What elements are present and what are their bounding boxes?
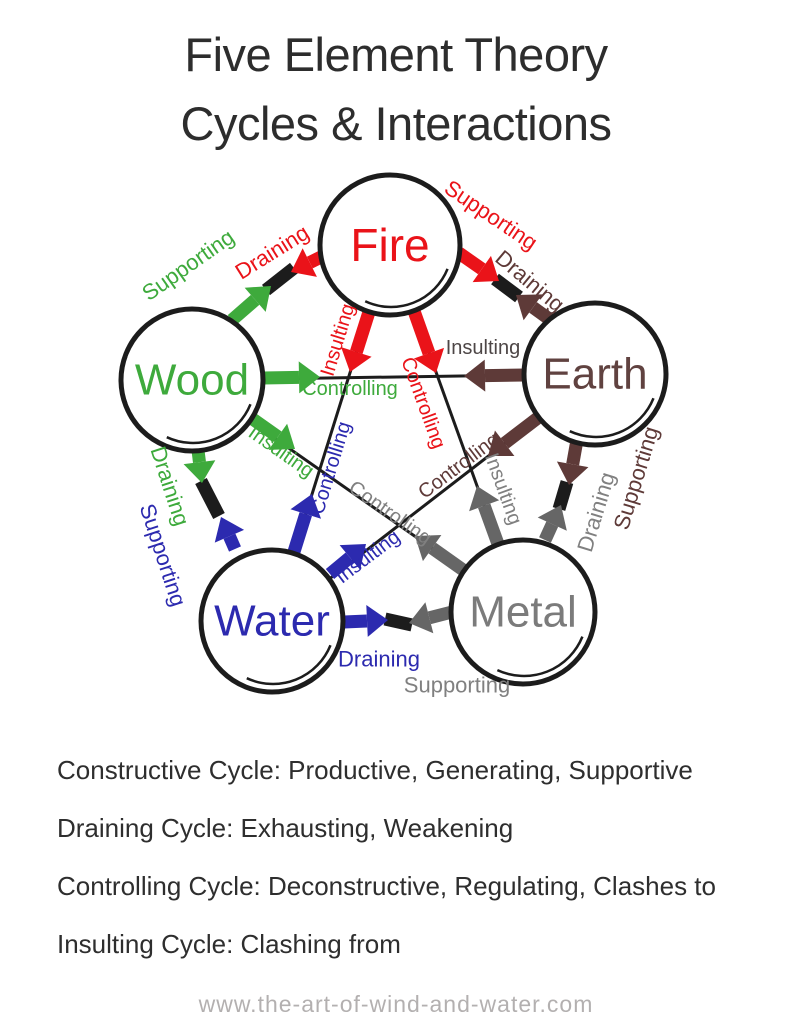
label-insulting-wood-metal: Insulting — [244, 422, 318, 483]
arrow-metal-drains-earth-body — [539, 521, 559, 543]
legend-insulting-cycle: Insulting Cycle: Clashing from — [57, 929, 401, 959]
node-earth-sketch-arc — [569, 397, 655, 439]
arrow-fire-controls-metal-body — [407, 308, 436, 356]
legend-constructive-cycle: Constructive Cycle: Productive, Generati… — [57, 755, 693, 785]
arrow-fire-supports-earth-head — [472, 255, 499, 283]
node-wood-label: Wood — [135, 356, 249, 405]
node-wood-circle — [118, 306, 266, 454]
node-water-circle — [198, 547, 346, 695]
arrow-metal-insults-fire-body — [478, 503, 505, 547]
title-line-2: Cycles & Interactions — [180, 97, 612, 150]
legend-draining-cycle: Draining Cycle: Exhausting, Weakening — [57, 813, 514, 843]
page-title: Five Element Theory Cycles & Interaction… — [0, 20, 792, 158]
arrow-metal-controls-wood-head — [415, 535, 442, 562]
arrow-wood-drains-water-head — [183, 460, 216, 483]
legend: Constructive Cycle: Productive, Generati… — [57, 741, 757, 973]
arrow-earth-drains-fire-head — [516, 294, 543, 321]
arrow-fire-controls-metal-head — [413, 347, 445, 373]
arrow-metal-controls-wood-body — [428, 542, 470, 578]
arrow-earth-supports-metal-head — [556, 461, 589, 485]
node-earth-label: Earth — [542, 350, 647, 399]
arrow-wood-supports-fire-body — [227, 294, 260, 325]
joint-earth-metal — [552, 480, 574, 511]
label-supporting-wood-fire: Supporting — [137, 224, 239, 306]
arrow-water-supports-wood-head — [214, 517, 245, 543]
joint-water-wood — [195, 478, 225, 519]
node-metal-label: Metal — [469, 588, 577, 637]
arrow-earth-controls-water-head — [488, 430, 515, 456]
arrow-water-drains-metal-head — [366, 604, 388, 637]
arrow-metal-insults-fire-head — [469, 486, 500, 512]
node-metal-sketch-arc — [496, 636, 584, 678]
arrow-fire-insults-water-body — [350, 310, 376, 354]
arrow-earth-controls-water-body — [500, 411, 543, 449]
arrow-water-insults-earth-head — [339, 544, 366, 570]
footer-url: www.the-art-of-wind-and-water.com — [198, 991, 594, 1017]
joint-metal-water — [383, 612, 414, 632]
node-wood-sketch-arc — [166, 403, 252, 445]
arrow-metal-supports-water-body — [427, 605, 454, 625]
label-supporting-metal-water: Supporting — [404, 673, 510, 698]
node-metal-circle — [448, 537, 598, 687]
arrow-water-supports-wood-body — [223, 533, 241, 552]
node-water-label: Water — [214, 597, 330, 646]
arrow-fire-insults-water-head — [341, 347, 372, 372]
arrow-metal-drains-earth-head — [537, 505, 567, 531]
node-fire-sketch-arc — [364, 268, 449, 309]
arrow-water-controls-fire-head — [290, 494, 322, 519]
arrow-water-drains-metal-body — [343, 614, 368, 629]
arrow-water-controls-fire-body — [286, 512, 312, 557]
legend-controlling-cycle: Controlling Cycle: Deconstructive, Regul… — [57, 871, 716, 901]
label-controlling-wood-earth: Controlling — [302, 378, 398, 400]
node-water-sketch-arc — [246, 644, 332, 686]
arrow-fire-supports-earth-body — [455, 247, 486, 275]
arrow-earth-insults-wood-head — [464, 359, 486, 392]
node-earth-circle — [521, 300, 669, 448]
arrow-wood-insults-metal-head — [268, 423, 295, 450]
title-line-1: Five Element Theory — [184, 28, 608, 81]
arrow-metal-supports-water-head — [409, 602, 434, 634]
arrow-wood-controls-earth-head — [298, 361, 320, 394]
label-insulting-earth-wood: Insulting — [446, 337, 521, 359]
joint-fire-earth — [491, 273, 523, 303]
arrow-wood-supports-fire-head — [244, 286, 271, 312]
arrow-wood-controls-earth-body — [262, 370, 300, 385]
node-fire-circle — [317, 172, 463, 318]
arrow-fire-drains-wood-head — [291, 248, 317, 277]
arrow-earth-insults-wood-body — [484, 368, 525, 383]
label-controlling-fire-metal: Controlling — [396, 354, 449, 451]
label-draining-water-metal: Draining — [338, 647, 420, 672]
arrow-water-insults-earth-body — [325, 552, 355, 579]
node-fire-label: Fire — [350, 219, 429, 271]
